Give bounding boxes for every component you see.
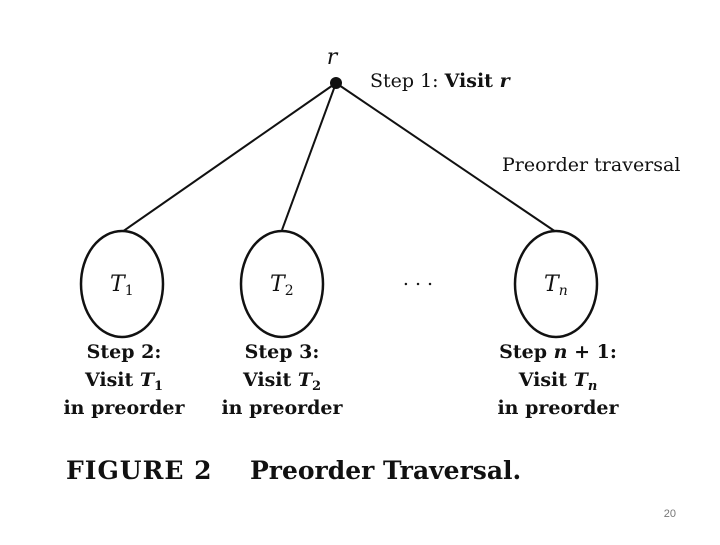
subtree-ellipsis: . . . [403,268,433,290]
root-label: r [327,45,339,70]
svg-text:Visit Tn: Visit Tn [518,369,598,394]
subtree-tn-label: Tn [544,272,568,299]
page-number: 20 [663,508,676,520]
svg-text:Visit T2: Visit T2 [242,369,321,394]
subtree-t1-label: T1 [110,272,134,299]
figure-title: Preorder Traversal. [250,456,521,485]
svg-text:in preorder: in preorder [497,397,619,419]
root-step-var: r [500,70,512,92]
svg-text:Visit T1: Visit T1 [84,369,163,394]
svg-text:Step 2:: Step 2: [87,341,162,363]
subtree-t1 [79,229,165,339]
edge-root-to-t1 [121,82,337,233]
edge-root-to-tn [335,82,557,233]
subtree-tn [513,229,599,339]
svg-text:Step 3:: Step 3: [245,341,320,363]
step-2-label: Step 2: Visit T1 in preorder [63,341,185,419]
root-step-label: Step 1: Visit r [370,70,512,92]
svg-text:in preorder: in preorder [221,397,343,419]
subtree-t2-label: T2 [270,272,294,299]
figure-label: FIGURE 2 [66,456,213,485]
edge-root-to-t2 [281,82,337,231]
root-step-prefix: Step 1: [370,70,445,92]
svg-text:in preorder: in preorder [63,397,185,419]
traversal-label: Preorder traversal [502,154,680,176]
step-3-label: Step 3: Visit T2 in preorder [221,341,343,419]
svg-text:Step n + 1:: Step n + 1: [499,341,617,363]
subtree-t2 [239,229,325,339]
root-step-action: Visit [444,70,500,92]
root-node [330,77,342,89]
step-n-plus-1-label: Step n + 1: Visit Tn in preorder [497,341,619,419]
